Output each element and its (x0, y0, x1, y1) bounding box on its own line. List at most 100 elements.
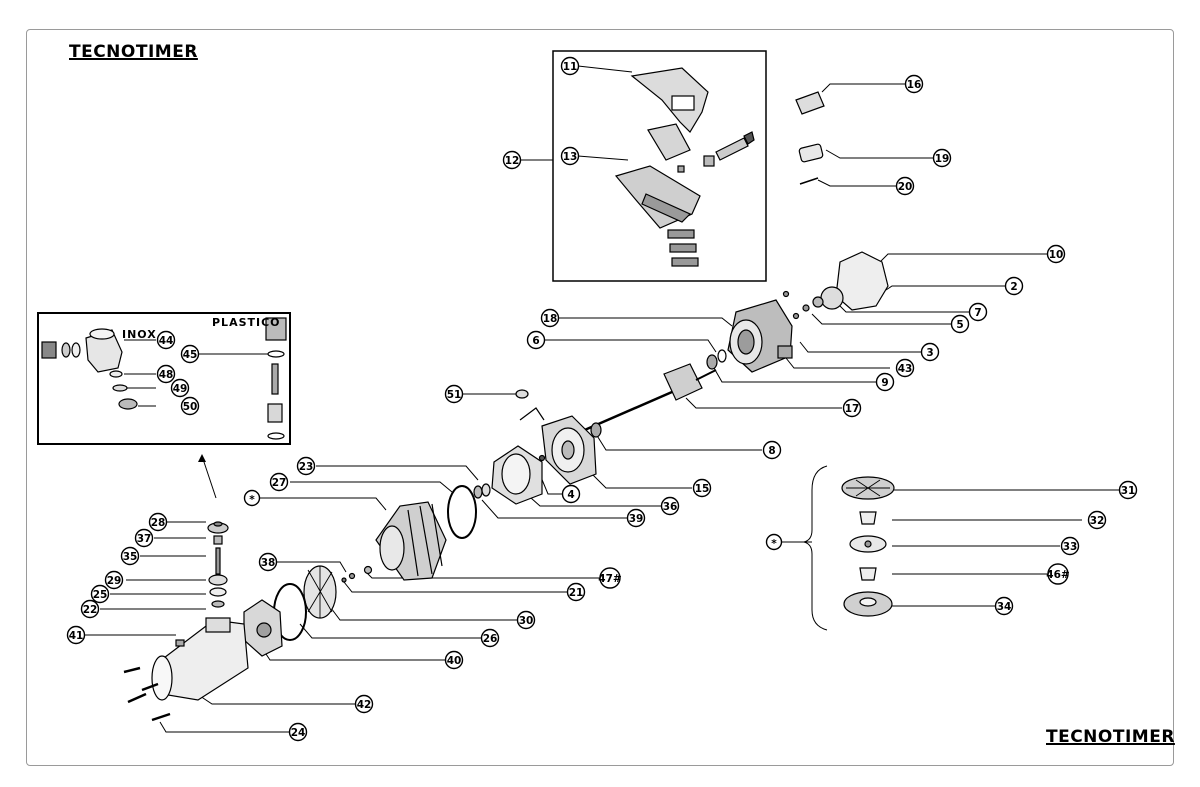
callout-8: 8 (762, 440, 782, 460)
callout-number: 39 (629, 513, 644, 525)
callout-number: 38 (261, 557, 276, 569)
callout-number: 33 (1063, 541, 1078, 553)
callout-number: 50 (183, 401, 198, 413)
callout-9: 9 (875, 372, 895, 392)
callout-48: 48 (156, 364, 176, 384)
callout-21: 21 (566, 582, 586, 602)
callout-41: 41 (66, 625, 86, 645)
callout-38: 38 (258, 552, 278, 572)
callout-number: 11 (563, 61, 578, 73)
callout-49: 49 (170, 378, 190, 398)
callout-2: 2 (1004, 276, 1024, 296)
callout-36: 36 (660, 496, 680, 516)
callout-number: 15 (695, 483, 710, 495)
callout-31: 31 (1118, 480, 1138, 500)
callout-number: 29 (107, 575, 122, 587)
callout-10: 10 (1046, 244, 1066, 264)
callout-19: 19 (932, 148, 952, 168)
callout-33: 33 (1060, 536, 1080, 556)
callout-number: 40 (447, 655, 462, 667)
callout-number: 32 (1090, 515, 1105, 527)
callout-28: 28 (148, 512, 168, 532)
callout-6: 6 (526, 330, 546, 350)
callout-35: 35 (120, 546, 140, 566)
callout-3: 3 (920, 342, 940, 362)
group-marker-text: * (249, 494, 255, 506)
group-marker-text: * (771, 538, 777, 550)
callout-number: 41 (69, 630, 84, 642)
callout-39: 39 (626, 508, 646, 528)
drawing-frame (26, 29, 1174, 766)
callout-4: 4 (561, 484, 581, 504)
callout-number: 30 (519, 615, 534, 627)
callout-27: 27 (269, 472, 289, 492)
callout-number: 5 (956, 319, 963, 331)
callout-37: 37 (134, 528, 154, 548)
callout-30: 30 (516, 610, 536, 630)
callout-number: 9 (881, 377, 888, 389)
brand-logo-bottom: TECNOTIMER (1046, 727, 1175, 747)
callout-22: 22 (80, 599, 100, 619)
callout-number: 42 (357, 699, 372, 711)
callout-number: 2 (1010, 281, 1017, 293)
arrow-head (198, 454, 206, 462)
callout-number: 25 (93, 589, 108, 601)
callout-25: 25 (90, 584, 110, 604)
callout-number: 28 (151, 517, 166, 529)
callout-number: 44 (159, 335, 174, 347)
callout-number: 16 (907, 79, 922, 91)
callout-7: 7 (968, 302, 988, 322)
callout-47-hash: 47# (598, 567, 622, 589)
leader-lines (84, 65, 1120, 733)
plastico-label: PLASTICO (212, 316, 281, 329)
callout-34: 34 (994, 596, 1014, 616)
callout-17: 17 (842, 398, 862, 418)
callout-number: 47# (598, 573, 622, 585)
callout-number: 26 (483, 633, 498, 645)
callout-number: 12 (505, 155, 520, 167)
callout-number: 27 (272, 477, 287, 489)
part-drawings (41, 67, 895, 722)
callout-number: 10 (1049, 249, 1064, 261)
callout-42: 42 (354, 694, 374, 714)
callout-43: 43 (895, 358, 915, 378)
callout-number: 4 (567, 489, 574, 501)
control-box-inset (552, 50, 767, 282)
callout-number: 6 (532, 335, 539, 347)
callout-number: 19 (935, 153, 950, 165)
inox-label: INOX (122, 328, 157, 341)
callout-20: 20 (895, 176, 915, 196)
callout-5: 5 (950, 314, 970, 334)
callout-12: 12 (502, 150, 522, 170)
callout-number: 7 (974, 307, 981, 319)
callout-18: 18 (540, 308, 560, 328)
callout-51: 51 (444, 384, 464, 404)
callout-26: 26 (480, 628, 500, 648)
callout-50: 50 (180, 396, 200, 416)
callout-40: 40 (444, 650, 464, 670)
callout-number: 45 (183, 349, 198, 361)
callout-number: 43 (898, 363, 913, 375)
callout-number: 18 (543, 313, 558, 325)
callout-number: 8 (768, 445, 775, 457)
callout-number: 20 (898, 181, 913, 193)
callout-number: 36 (663, 501, 678, 513)
group-markers: * * (243, 489, 783, 551)
callout-number: 37 (137, 533, 152, 545)
callout-32: 32 (1087, 510, 1107, 530)
callout-24: 24 (288, 722, 308, 742)
callout-number: 3 (926, 347, 933, 359)
callout-number: 17 (845, 403, 860, 415)
callout-number: 24 (291, 727, 306, 739)
callout-number: 48 (159, 369, 174, 381)
callout-number: 51 (447, 389, 462, 401)
callout-number: 23 (299, 461, 314, 473)
callout-13: 13 (560, 146, 580, 166)
callout-number: 49 (173, 383, 188, 395)
brand-logo-top: TECNOTIMER (69, 42, 198, 62)
callout-number: 31 (1121, 485, 1136, 497)
callout-16: 16 (904, 74, 924, 94)
callout-number: 21 (569, 587, 584, 599)
